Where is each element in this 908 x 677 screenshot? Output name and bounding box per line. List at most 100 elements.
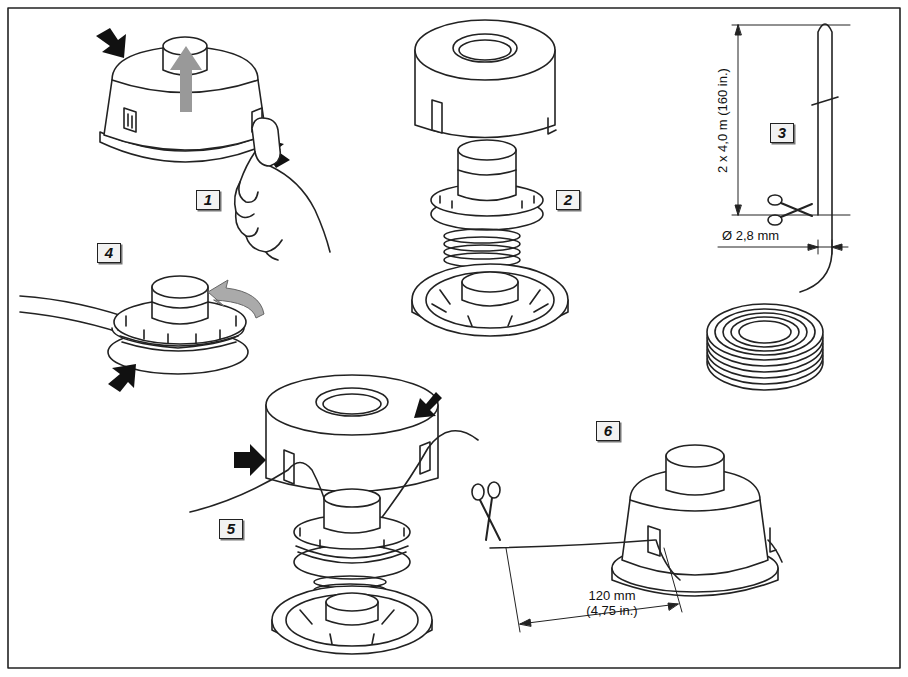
step6-line (768, 540, 782, 562)
hand (236, 212, 258, 236)
step2-spool (440, 196, 534, 208)
hand (246, 236, 282, 252)
step-number: 6 (596, 421, 620, 441)
step5-spool (294, 489, 410, 596)
hand (235, 118, 330, 260)
dimension-lines (735, 205, 741, 215)
press-arrows (414, 392, 442, 418)
diameter-dimension: Ø 2,8 mm (722, 228, 779, 243)
step5-spool (300, 528, 404, 548)
step5-base (300, 610, 394, 644)
step1-cap (128, 114, 132, 128)
step2-cap (453, 34, 517, 62)
rotate-arrow (208, 280, 264, 318)
step5-spool (294, 545, 410, 579)
step2-cap (459, 40, 511, 60)
step5-cap (316, 388, 388, 416)
step2-spring (444, 229, 520, 267)
step2-base (462, 272, 518, 292)
step2-cap (415, 20, 556, 138)
press-arrow (108, 364, 136, 392)
step2-spool (431, 140, 543, 230)
frame (8, 8, 900, 668)
step-number-text: 3 (778, 124, 786, 141)
press-arrow (108, 364, 136, 392)
step-number-text: 1 (204, 191, 212, 208)
step6-line (490, 540, 782, 580)
step6-line (490, 540, 655, 548)
step2-cap (548, 118, 556, 134)
step2-base (432, 290, 548, 326)
scissors (488, 482, 500, 498)
dimension-lines (718, 25, 850, 254)
step2-base (426, 272, 554, 328)
hand (239, 152, 258, 202)
step3-line (800, 24, 832, 292)
lift-arrow (170, 46, 202, 112)
step-number: 1 (196, 190, 220, 210)
step6-head (666, 445, 724, 467)
step-number-text: 4 (105, 244, 113, 261)
step3-line (812, 97, 838, 105)
step4-spool (152, 276, 208, 298)
step2-cap (432, 100, 442, 133)
scissors (781, 203, 812, 217)
step-number-text: 6 (604, 422, 612, 439)
scissors (768, 195, 782, 205)
scissors (472, 484, 484, 500)
step5-base (272, 586, 432, 654)
step5-base (272, 586, 432, 654)
dimension-lines (520, 619, 531, 626)
hand (266, 252, 278, 260)
step5-spool (324, 489, 380, 507)
dimension-lines (668, 603, 678, 610)
step1-cap (100, 37, 272, 162)
step6-head (630, 500, 760, 511)
dimension-lines (832, 244, 842, 250)
step2-base (412, 264, 568, 336)
step5-line (380, 431, 478, 520)
dimension-lines (808, 244, 818, 250)
step3-coil (715, 309, 815, 355)
hand (235, 182, 254, 218)
step2-spring (444, 237, 520, 251)
length-dimension: 2 x 4,0 m (160 in.) (714, 66, 729, 175)
scissors (480, 498, 500, 540)
step-number: 2 (556, 190, 580, 210)
rotate-arrow (208, 280, 264, 318)
length-dimension: 120 mm (4,75 in.) (576, 588, 648, 618)
dimension-lines (506, 548, 682, 632)
dimension-lines (735, 25, 741, 35)
step3-coil (723, 313, 807, 351)
step-number: 5 (219, 519, 243, 539)
step5-line (190, 463, 330, 521)
dimension-lines (506, 548, 682, 632)
press-arrows (234, 444, 266, 476)
step1-cap (124, 108, 136, 132)
step2-spring (444, 229, 520, 243)
step-number: 4 (97, 243, 121, 263)
step-number: 3 (770, 123, 794, 143)
step3-coil (739, 321, 791, 343)
step1-cap (104, 46, 266, 150)
step2-cap (415, 20, 555, 80)
step5-cap (323, 394, 381, 414)
step6-head (612, 445, 778, 596)
step2-spool (458, 170, 516, 175)
step5-base (286, 594, 418, 646)
hand (252, 118, 280, 166)
hand (270, 166, 330, 252)
step5-cap (284, 450, 294, 484)
step2-base (412, 264, 568, 336)
step-number-text: 5 (227, 520, 235, 537)
scissors (472, 482, 500, 540)
lift-arrow (170, 46, 202, 112)
press-arrows (96, 28, 290, 168)
step4-spool (152, 302, 208, 308)
step3-coil (707, 304, 823, 360)
dimension-lines (732, 25, 850, 215)
step5-cap (266, 375, 438, 435)
scissors (768, 215, 782, 225)
